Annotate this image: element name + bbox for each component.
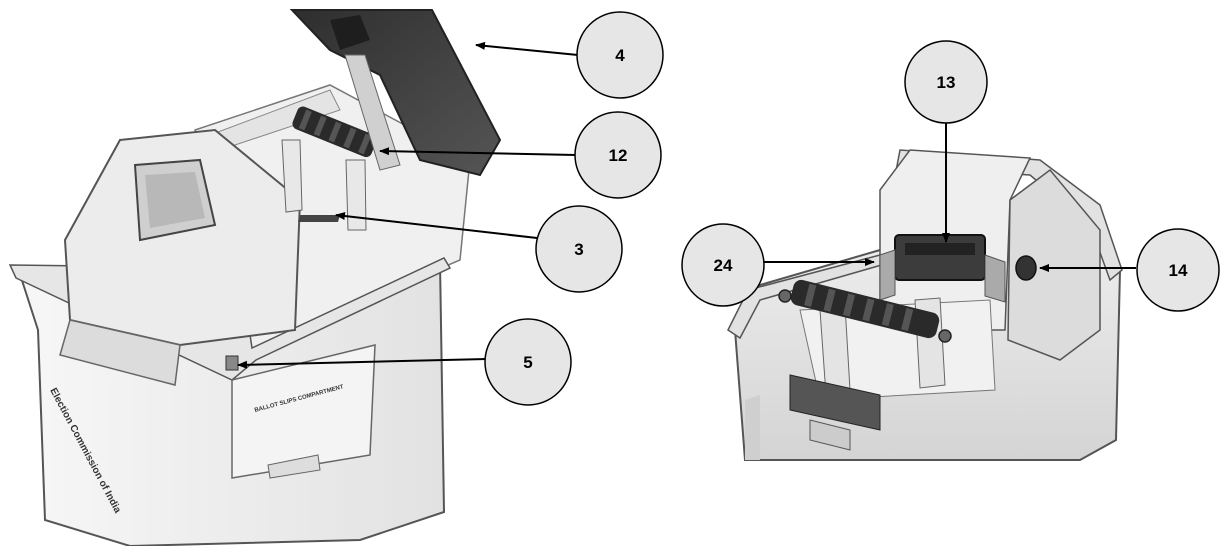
svg-text:3: 3: [574, 240, 583, 259]
right-side-block: [1007, 168, 1101, 361]
printer-head: [894, 234, 986, 281]
knob: [1015, 255, 1037, 281]
ballot-compartment-door: [231, 344, 376, 479]
callout-5: 5: [484, 318, 572, 406]
svg-text:12: 12: [609, 146, 628, 165]
latch: [225, 355, 239, 371]
right-machine-illustration: [727, 149, 1123, 461]
svg-text:24: 24: [714, 256, 733, 275]
svg-text:5: 5: [523, 353, 532, 372]
callout-3: 3: [535, 205, 623, 293]
display-hood: [63, 128, 302, 347]
right-leader-lines: [764, 123, 1136, 272]
callout-24: 24: [681, 223, 765, 307]
callout-12: 12: [574, 111, 662, 199]
svg-text:13: 13: [937, 73, 956, 92]
left-machine-illustration: Election Commission of India BALLOT SLIP…: [8, 9, 502, 546]
front-label-plate: [789, 374, 881, 431]
callout-14: 14: [1136, 228, 1220, 312]
open-lid: [289, 9, 502, 177]
left-leader-lines: [237, 41, 579, 369]
paper-slot: [298, 215, 340, 222]
callout-4: 4: [576, 11, 664, 99]
svg-text:14: 14: [1169, 261, 1188, 280]
callout-13: 13: [904, 40, 988, 124]
svg-text:4: 4: [615, 46, 625, 65]
right-roller: [778, 279, 952, 343]
